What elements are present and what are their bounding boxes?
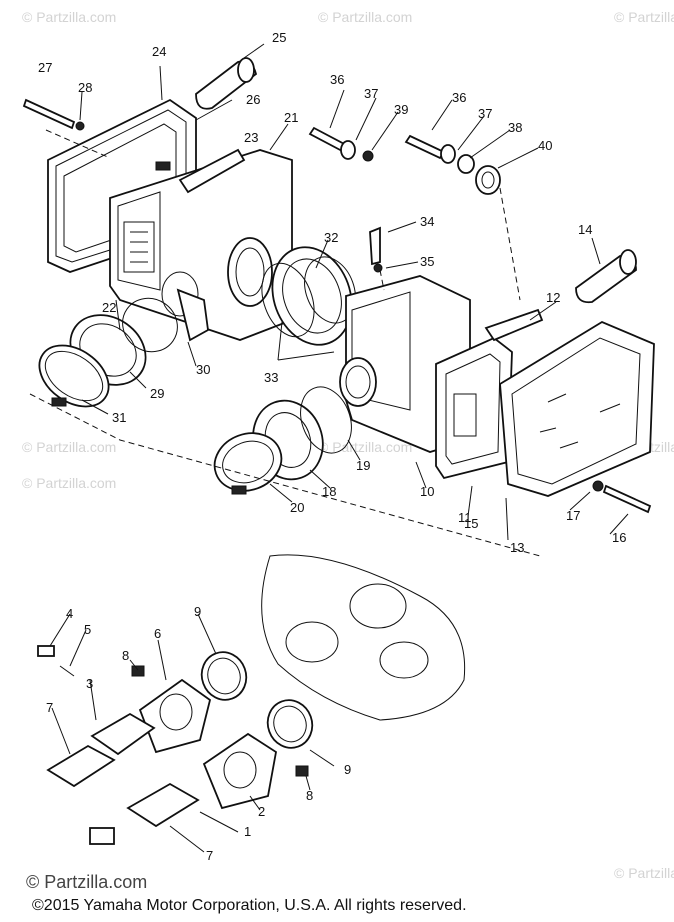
part-label: 7: [206, 848, 213, 863]
part-label: 25: [272, 30, 286, 45]
part-label: 21: [284, 110, 298, 125]
part-label: 9: [344, 762, 351, 777]
part-label: 37: [478, 106, 492, 121]
part-label: 7: [46, 700, 53, 715]
copyright-text: ©2015 Yamaha Motor Corporation, U.S.A. A…: [32, 897, 467, 914]
leader-lines: [29, 43, 629, 853]
part-label: 39: [394, 102, 408, 117]
watermark-text: © Partzilla.com: [22, 475, 116, 491]
part-labels: 1 2 3 4 5 6 7 7 8 8 9 9 10 11 12 13 14 1…: [38, 30, 626, 863]
part-label: 36: [330, 72, 344, 87]
part-label: 6: [154, 626, 161, 641]
part-label: 3: [86, 676, 93, 691]
part-label: 30: [196, 362, 210, 377]
part-label: 14: [578, 222, 592, 237]
part-label: 13: [510, 540, 524, 555]
watermark-text: © Partzilla.com: [614, 9, 674, 25]
part-label: 15: [464, 516, 478, 531]
part-label: 36: [452, 90, 466, 105]
part-label: 4: [66, 606, 73, 621]
right-airbox-assembly: [308, 126, 655, 514]
part-label: 37: [364, 86, 378, 101]
part-label: 32: [324, 230, 338, 245]
watermark-text: © Partzilla.com: [22, 439, 116, 455]
part-label: 33: [264, 370, 278, 385]
part-label: 34: [420, 214, 434, 229]
part-label: 27: [38, 60, 52, 75]
part-label: 22: [102, 300, 116, 315]
part-label: 2: [258, 804, 265, 819]
center-boot-assembly: [213, 246, 356, 495]
part-label: 11: [458, 510, 472, 525]
watermark-text: © Partzilla.com: [318, 439, 412, 455]
part-label: 9: [194, 604, 201, 619]
part-label: 40: [538, 138, 552, 153]
part-label: 16: [612, 530, 626, 545]
part-label: 24: [152, 44, 166, 59]
part-label: 35: [420, 254, 434, 269]
part-label: 10: [420, 484, 434, 499]
left-airbox-assembly: [22, 57, 293, 408]
part-label: 23: [244, 130, 258, 145]
part-label: 26: [246, 92, 260, 107]
engine-intake-assembly: [37, 554, 466, 845]
watermark-text: © Partzilla.com: [22, 9, 116, 25]
part-label: 1: [244, 824, 251, 839]
part-label: 8: [122, 648, 129, 663]
part-label: 5: [84, 622, 91, 637]
copyright-watermark: © Partzilla.com: [26, 872, 147, 892]
part-label: 31: [112, 410, 126, 425]
part-label: 38: [508, 120, 522, 135]
part-label: 29: [150, 386, 164, 401]
part-label: 12: [546, 290, 560, 305]
part-label: 28: [78, 80, 92, 95]
part-label: 18: [322, 484, 336, 499]
part-label: 19: [356, 458, 370, 473]
copyright-footer: © Partzilla.com ©2015 Yamaha Motor Corpo…: [26, 872, 467, 914]
watermark-text: © Partzilla.com: [614, 865, 674, 881]
part-label: 17: [566, 508, 580, 523]
part-label: 20: [290, 500, 304, 515]
part-label: 8: [306, 788, 313, 803]
watermark-text: © Partzilla.com: [318, 9, 412, 25]
watermarks: © Partzilla.com © Partzilla.com © Partzi…: [22, 9, 674, 881]
